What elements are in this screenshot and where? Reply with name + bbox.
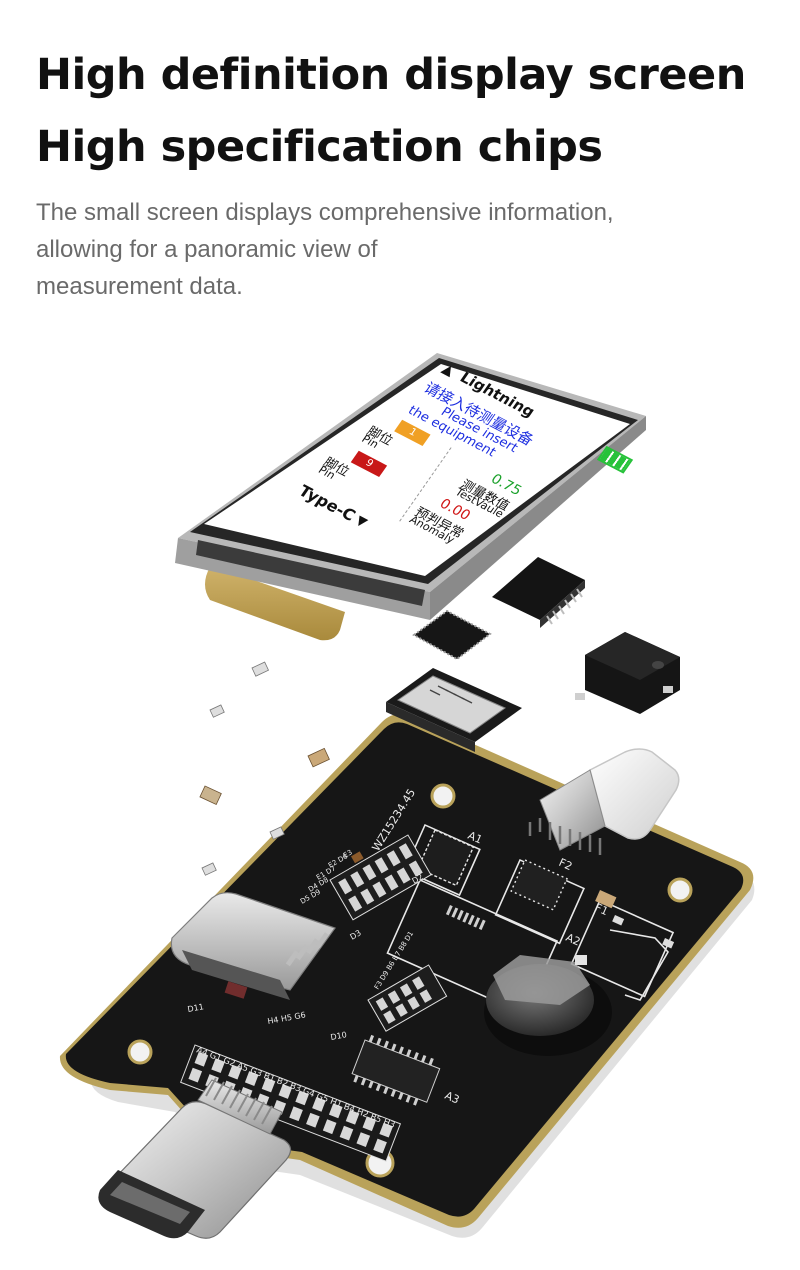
pcb-label-a1: A1 [466, 829, 485, 847]
headline-line-1: High definition display screen [36, 50, 746, 100]
top-triangle-icon: ▲ [438, 361, 458, 380]
subtitle-line-2: allowing for a panoramic view of [36, 236, 378, 263]
mount-hole [430, 783, 456, 809]
subtitle-line-3: measurement data. [36, 273, 243, 300]
lcd-module [175, 353, 646, 641]
mount-hole [127, 1039, 153, 1065]
floating-fpc-connector [386, 668, 522, 752]
pcb-label-left-pins: E3 [342, 848, 354, 859]
floating-buzzer [575, 632, 680, 714]
headline-line-2: High specification chips [36, 122, 603, 172]
mount-hole [667, 877, 693, 903]
lightning-connector [528, 748, 680, 855]
floating-passives [199, 661, 330, 876]
pcb-label-d11: D11 [187, 1002, 205, 1014]
pcb-label-a3: A3 [443, 1089, 462, 1107]
subtitle-line-1: The small screen displays comprehensive … [36, 199, 614, 226]
coin-cell-holder [484, 955, 612, 1056]
pcb-label-f2: F2 [557, 856, 574, 873]
usb-c-female-connector [170, 892, 336, 1000]
battery-icon [596, 445, 634, 474]
floating-qfp-chip [412, 609, 492, 661]
usb-c-male-connector [98, 1077, 292, 1239]
pcb-label-f1: F1 [593, 901, 610, 918]
pcb-label-d10: D10 [330, 1030, 348, 1042]
pcb-label-a2: A2 [564, 931, 583, 949]
floating-sop-chip [492, 557, 585, 628]
